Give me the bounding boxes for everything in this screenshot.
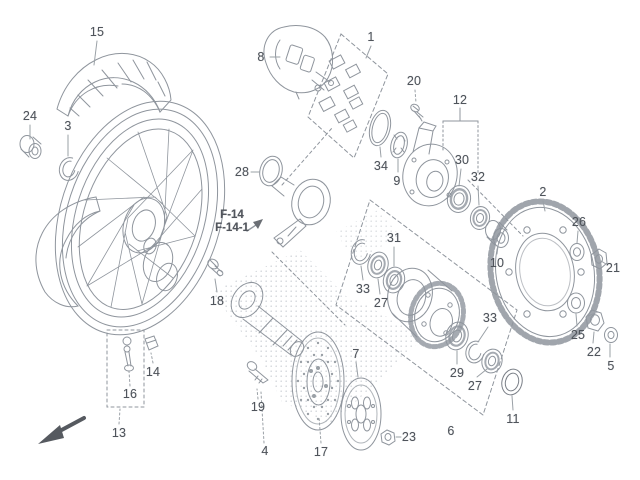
part-callout-14: 14 [145,365,161,379]
circlip-33-right [465,340,485,364]
part-callout-6: 6 [447,424,455,438]
direction-arrow-icon [38,416,86,444]
retainer-ring-28 [259,155,283,187]
valve-box-13 [106,329,145,408]
part-callout-3: 3 [64,119,72,133]
part-callout-11: 11 [506,412,520,426]
part-callout-33-right: 33 [482,311,498,325]
washer-5 [604,327,618,343]
construction-lines [271,127,524,326]
part-callout-32: 32 [470,170,486,184]
part-callout-24: 24 [22,109,38,123]
part-callout-5: 5 [607,359,615,373]
part-callout-18: 18 [209,294,225,308]
part-callout-17: 17 [313,445,329,459]
part-callout-12: 12 [452,93,468,107]
ref-note-line2: F-14-1 [215,222,249,234]
part-callout-10: 10 [489,256,505,270]
screw-20 [410,103,424,122]
part-callout-29: 29 [449,366,465,380]
part-callout-8: 8 [257,50,265,64]
part-callout-16: 16 [122,387,138,401]
seal-32 [469,206,491,230]
nut-21 [590,248,608,270]
leader-lines [29,40,611,444]
part-callout-13: 13 [111,426,127,440]
bearing-29 [445,321,469,351]
part-callout-31: 31 [386,231,402,245]
part-callout-27-right: 27 [467,379,483,393]
torque-arm-bracket [271,176,331,248]
ref-note: F-14 F-14-1 [204,209,260,235]
part-callout-27-left: 27 [373,296,389,310]
part-callout-7: 7 [352,347,360,361]
part-callout-4: 4 [261,444,269,458]
callout-bracket-12 [442,107,479,175]
seal-27-right [481,348,503,374]
part-callout-22: 22 [586,345,602,359]
part-callout-23: 23 [401,430,417,444]
ref-note-arrow-icon [246,219,263,232]
part-callout-28: 28 [234,165,250,179]
bolt-19 [246,361,269,384]
part-callout-2: 2 [539,185,547,199]
driven-flange [340,377,382,451]
part-callout-21: 21 [605,261,621,275]
bearing-31 [382,266,406,294]
tire-lower-segment [35,196,101,308]
nut-22 [585,309,605,332]
washer-25 [567,292,585,314]
circlip-33-left [350,239,372,265]
brake-caliper [263,25,334,100]
part-callout-1: 1 [367,30,375,44]
part-callout-15: 15 [89,25,105,39]
ref-note-line1: F-14 [220,209,244,221]
o-ring-34 [368,109,392,147]
part-callout-26: 26 [571,215,587,229]
seal-27-left [367,251,389,279]
part-callout-33-left: 33 [355,282,371,296]
snap-ring-3 [58,157,80,181]
part-callout-9: 9 [393,174,401,188]
seal-11 [501,368,523,396]
part-callout-19: 19 [250,400,266,414]
tire-upper-segment [56,52,172,117]
part-callout-20: 20 [406,74,422,88]
part-callout-34: 34 [373,159,389,173]
bearing-30 [446,185,472,213]
adjuster-24 [19,135,42,159]
pad-set-box [307,33,389,159]
hub-subassembly-box [335,199,518,416]
wheel [54,100,226,336]
sprocket [487,198,603,346]
part-callout-30: 30 [454,153,470,167]
seal-9 [390,131,408,159]
washer-26 [569,243,585,261]
nut-23 [380,429,396,446]
brake-disc [291,331,345,431]
part-callout-25: 25 [570,328,586,342]
hub-flange-12 [402,121,458,207]
valve-cap-14 [144,335,159,351]
cush-drive-hub [387,267,466,350]
valve-stem [122,336,134,372]
